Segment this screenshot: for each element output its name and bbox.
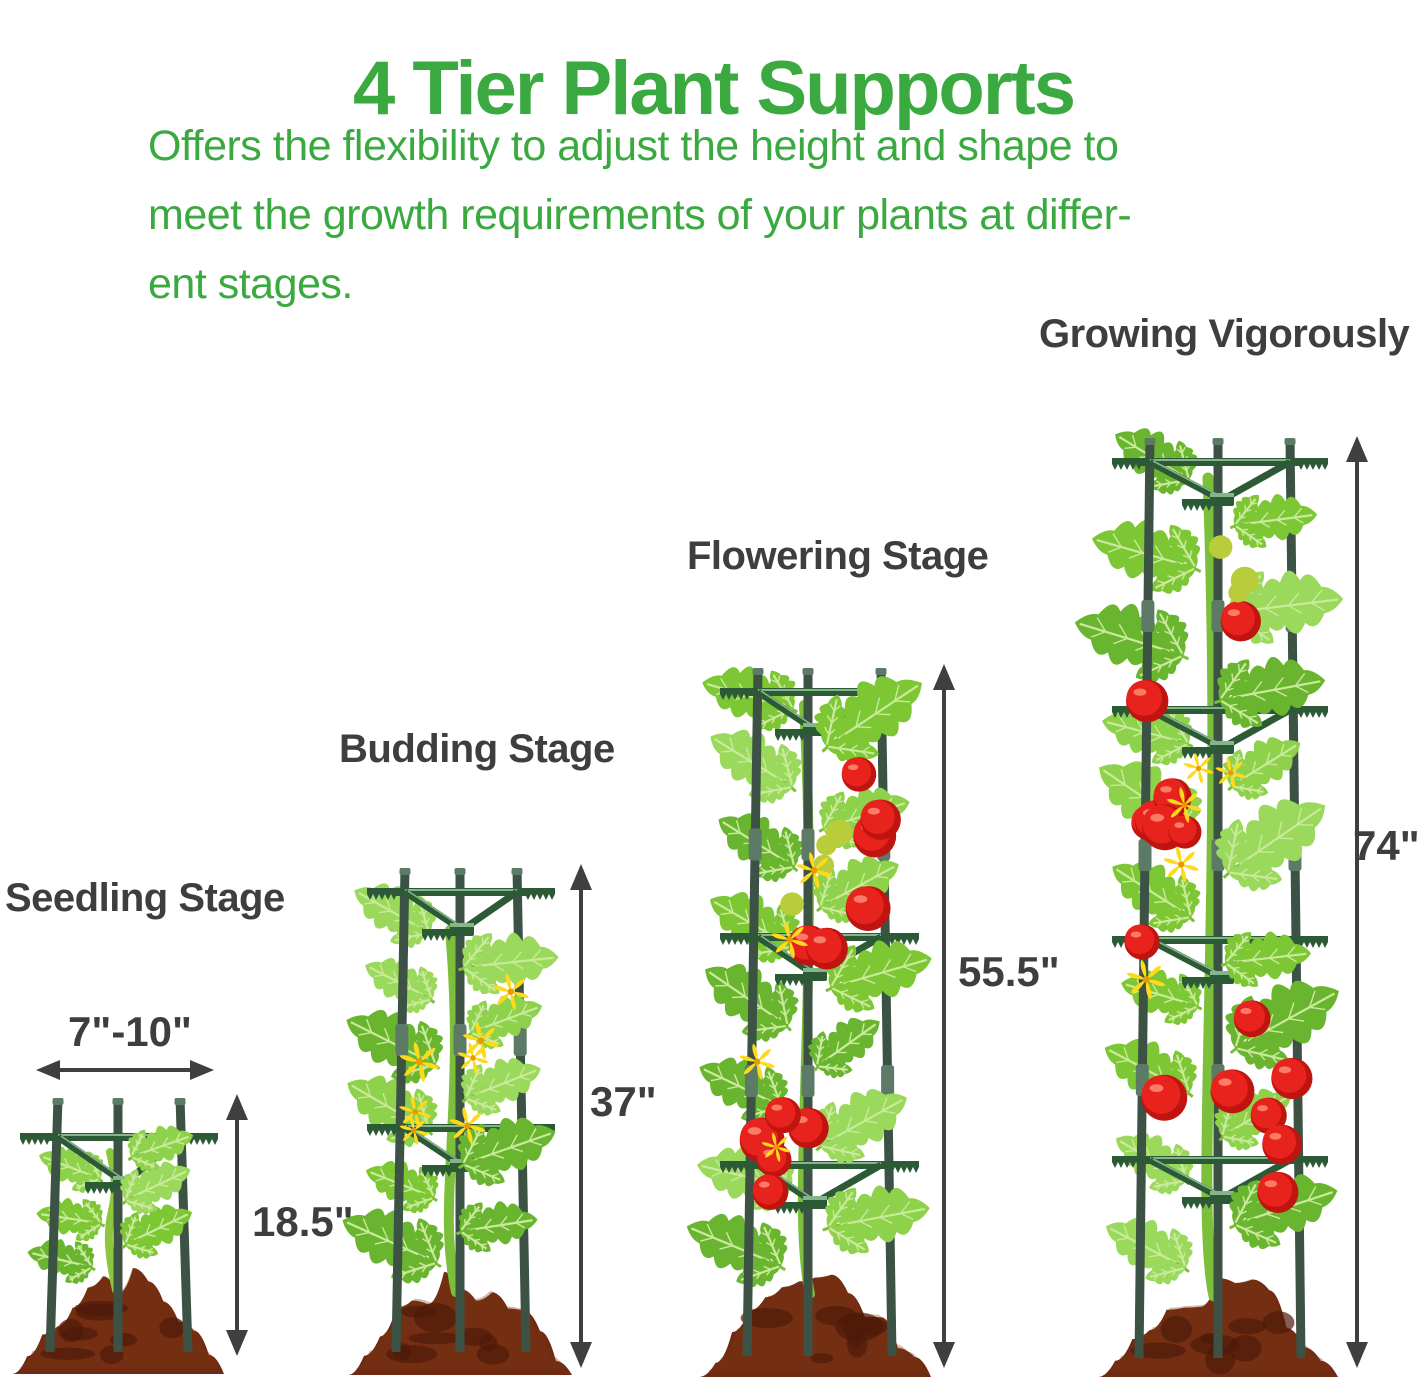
description-line-2: meet the growth requirements of your pla… [148,191,1132,239]
width-label-seedling: 7"-10" [68,1008,192,1055]
height-label-flowering: 55.5" [958,948,1060,995]
description-line-1: Offers the flexibility to adjust the hei… [148,122,1119,170]
stage-label-budding: Budding Stage [339,727,615,771]
support-stage-3 [1074,428,1344,1377]
stage-label-flowering: Flowering Stage [687,534,989,578]
description: Offers the flexibility to adjust the hei… [148,112,1132,319]
support-stage-2 [686,666,932,1377]
height-label-seedling: 18.5" [252,1198,354,1245]
height-label-budding: 37" [590,1078,657,1125]
page-title: 4 Tier Plant Supports [353,45,1076,131]
support-stage-0 [12,1098,224,1374]
description-line-3: ent stages. [148,260,353,308]
stage-label-seedling: Seedling Stage [5,876,285,920]
support-stage-1 [342,868,572,1375]
stage-label-growing: Growing Vigorously [1039,312,1410,356]
height-label-growing: 74" [1353,822,1420,869]
dimension-arrows [36,436,1368,1368]
